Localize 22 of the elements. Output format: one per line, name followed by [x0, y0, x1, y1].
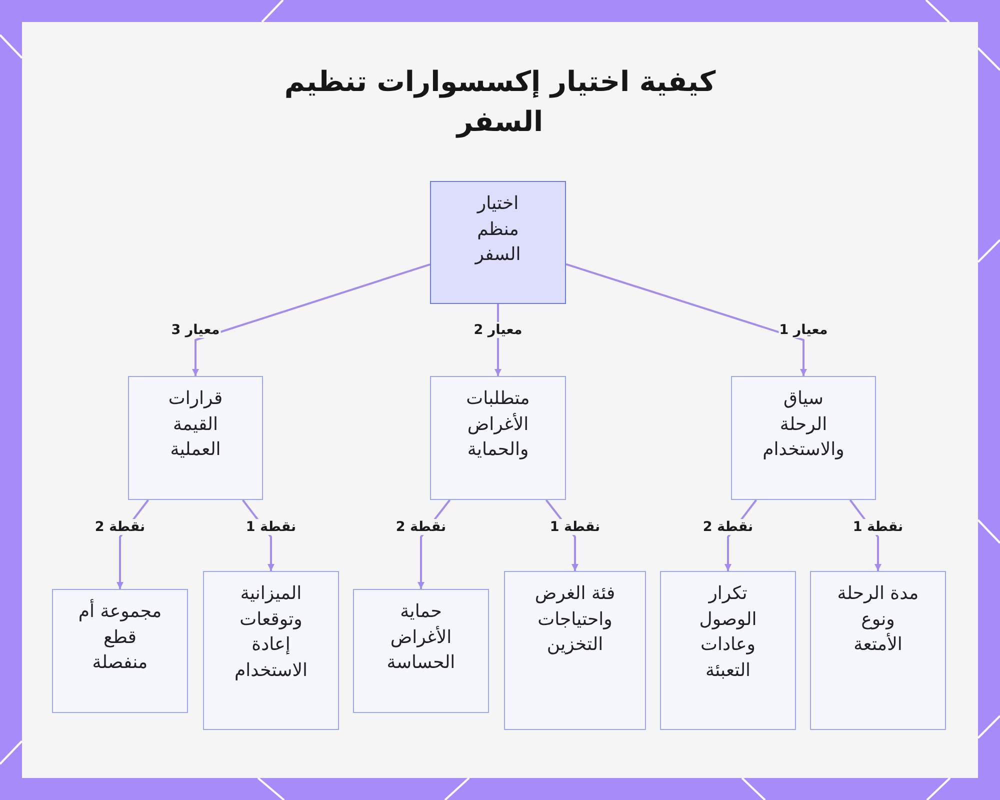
title: كيفية اختيار إكسسوارات تنظيم السفر	[283, 64, 717, 140]
process-box: الميزانية وتوقعات إعادة الاستخدام	[203, 571, 339, 730]
edge-label: نقطة 1	[244, 519, 298, 535]
edge-label: معيار 3	[170, 322, 221, 338]
process-box: فئة الغرض واحتياجات التخزين	[504, 571, 646, 730]
process-box: تكرار الوصول وعادات التعبئة	[660, 571, 796, 730]
edge-label: نقطة 2	[94, 519, 146, 535]
process-box: مجموعة أم قطع منفصلة	[52, 589, 188, 713]
edge-label: معيار 2	[472, 322, 524, 338]
process-box: سياق الرحلة والاستخدام	[731, 376, 876, 500]
edge-label: نقطة 2	[702, 519, 754, 535]
arrow	[566, 263, 807, 376]
edge-label: نقطة 1	[852, 519, 904, 535]
process-box: متطلبات الأغراض والحماية	[430, 376, 566, 500]
process-box: مدة الرحلة ونوع الأمتعة	[810, 571, 946, 730]
edge-label: معيار 1	[778, 322, 829, 338]
process-box: قرارات القيمة العملية	[128, 376, 263, 500]
process-box: حماية الأغراض الحساسة	[353, 589, 489, 713]
root-box: اختيار منظم السفر	[430, 181, 566, 304]
arrow	[192, 263, 430, 376]
edge-label: نقطة 2	[394, 519, 448, 535]
edge-label: نقطة 1	[548, 519, 602, 535]
